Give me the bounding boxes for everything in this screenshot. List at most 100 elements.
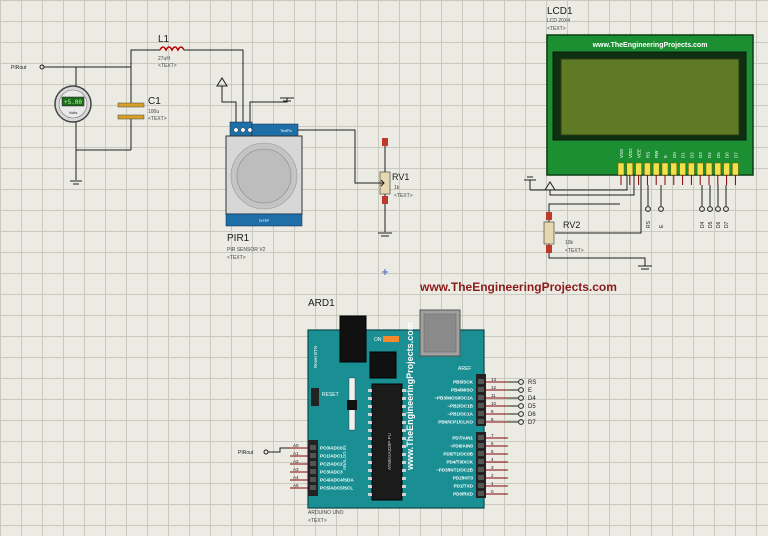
output-terminal[interactable] (518, 411, 524, 417)
c1-value: 100u (148, 109, 159, 115)
digital-pin-number: 11 (491, 393, 496, 398)
digital-pin-socket[interactable] (478, 403, 484, 408)
output-terminal[interactable] (518, 379, 524, 385)
arduino-brand: www.TheEngineeringProjects.com (405, 322, 415, 471)
digital-pin-socket[interactable] (478, 475, 484, 480)
capacitor-plate-bottom[interactable] (117, 114, 145, 120)
output-terminal-label: D4 (528, 396, 536, 402)
digital-pin-socket[interactable] (478, 435, 484, 440)
digital-pin-label: PD1/TXD (454, 484, 474, 489)
analog-pin-socket[interactable] (310, 469, 316, 474)
mcu-chip-label: ATMEGA328P-PU (387, 433, 392, 470)
digital-pin-label: ~PD3/INT1/OC2B (436, 468, 474, 473)
analog-pin-socket[interactable] (310, 445, 316, 450)
lcd-wire-terminal[interactable] (658, 206, 664, 212)
output-terminal[interactable] (518, 395, 524, 401)
lcd-pin[interactable] (714, 162, 722, 176)
lcd-pin[interactable] (652, 162, 660, 176)
lcd-pin[interactable] (617, 162, 625, 176)
digital-pin-socket[interactable] (478, 395, 484, 400)
digital-pin-socket[interactable] (478, 491, 484, 496)
output-terminal-label: D7 (528, 420, 536, 426)
lcd-pin[interactable] (661, 162, 669, 176)
lcd-module[interactable]: LCD1 LCD 20X4 <TEXT> www.TheEngineeringP… (524, 6, 754, 228)
output-terminal[interactable] (518, 403, 524, 409)
digital-pin-socket[interactable] (478, 459, 484, 464)
analog-pin-socket[interactable] (310, 461, 316, 466)
pir-pin-vcc[interactable] (233, 127, 239, 133)
analog-pin-socket[interactable] (310, 485, 316, 490)
power-arrow-icon (216, 77, 228, 87)
power-jack[interactable] (339, 315, 367, 363)
digital-pin-socket[interactable] (478, 451, 484, 456)
analog-pin-label: PC2/ADC2 (320, 462, 343, 467)
digital-pin-socket[interactable] (478, 379, 484, 384)
output-terminal[interactable] (518, 387, 524, 393)
capacitor-plate-top[interactable] (117, 102, 145, 108)
lcd-pin[interactable] (626, 162, 634, 176)
lcd-pin[interactable] (644, 162, 651, 176)
digital-pin-socket[interactable] (478, 467, 484, 472)
pir-bottom-tag: TeTEP (259, 219, 270, 223)
digital-pin-number: 0 (491, 489, 494, 494)
pir-text: <TEXT> (227, 255, 246, 261)
lcd-pin[interactable] (679, 162, 686, 176)
analog-pin-socket[interactable] (310, 453, 316, 458)
lcd-pin[interactable] (705, 162, 713, 176)
lcd-pin-label: D5 (716, 152, 721, 158)
c1-ref: C1 (148, 96, 161, 107)
lcd-pin[interactable] (688, 162, 695, 176)
lcd-wire-terminal[interactable] (645, 206, 651, 212)
pir-ref: PIR1 (227, 233, 250, 244)
pir-sensor[interactable]: TestPin TeTEP PIR1 PIR SENSOR V2 <TEXT> (216, 77, 379, 261)
output-terminal-label: D5 (528, 404, 536, 410)
pirout-terminal-node[interactable] (39, 64, 45, 70)
lcd-wire-terminal[interactable] (707, 206, 713, 212)
digital-pin-socket[interactable] (478, 443, 484, 448)
inductor-l1[interactable] (159, 46, 185, 52)
digital-pin-number: 10 (491, 401, 497, 406)
digital-pin-number: 1 (491, 481, 494, 486)
digital-pin-socket[interactable] (478, 419, 484, 424)
digital-pin-label: PD5/T1/OC0B (443, 452, 473, 457)
output-terminal[interactable] (518, 419, 524, 425)
lcd-pin[interactable] (732, 162, 739, 176)
lcd-pin[interactable] (723, 162, 730, 176)
lcd-pin[interactable] (696, 162, 704, 176)
digital-pin-socket[interactable] (478, 483, 484, 488)
lcd-wire-terminal[interactable] (715, 206, 721, 212)
digital-pin-socket[interactable] (478, 387, 484, 392)
arduino-text: <TEXT> (308, 518, 327, 524)
lcd-pin-label: D7 (733, 152, 738, 158)
lcd-wire-label: D6 (716, 221, 722, 228)
lcd-pin[interactable] (670, 162, 678, 176)
lcd-wire-terminal[interactable] (723, 206, 729, 212)
ard-pirout-terminal[interactable] (263, 449, 269, 455)
analog-group-label: ANALOG IN (342, 445, 347, 470)
digital-pin-label: ~PB1/OC1A (447, 412, 473, 417)
digital-pin-socket[interactable] (478, 411, 484, 416)
pir-pin-gnd[interactable] (247, 127, 253, 133)
potentiometer-rv1[interactable]: RV1 1k <TEXT> (378, 138, 413, 275)
lcd-wire-label: E (659, 224, 665, 228)
digital-pin-label: PD2/INT0 (453, 476, 474, 481)
lcd-pin-label: VDD (628, 148, 633, 158)
on-label: ON (374, 337, 382, 343)
output-terminal-label: D6 (528, 412, 536, 418)
pir-pin-out[interactable] (240, 127, 246, 133)
lcd-wire-terminal[interactable] (699, 206, 705, 212)
watermark-text: www.TheEngineeringProjects.com (419, 280, 617, 294)
lcd-wire-label: D5 (708, 221, 714, 228)
analog-pin-label: PC4/ADC4/SDA (320, 478, 354, 483)
reset-button[interactable] (311, 388, 319, 406)
arduino-uno[interactable]: ARD1 ARDUINO UNO <TEXT> ON Reset BTN RES… (238, 298, 536, 524)
pir-dome (236, 148, 292, 204)
mcu-chip (371, 383, 403, 501)
lcd-ref: LCD1 (547, 6, 573, 17)
analog-pin-socket[interactable] (310, 477, 316, 482)
digital-pin-number: 2 (491, 473, 494, 478)
potentiometer-rv2[interactable]: RV2 10k <TEXT> (543, 175, 652, 270)
lcd-pin[interactable] (635, 162, 642, 176)
